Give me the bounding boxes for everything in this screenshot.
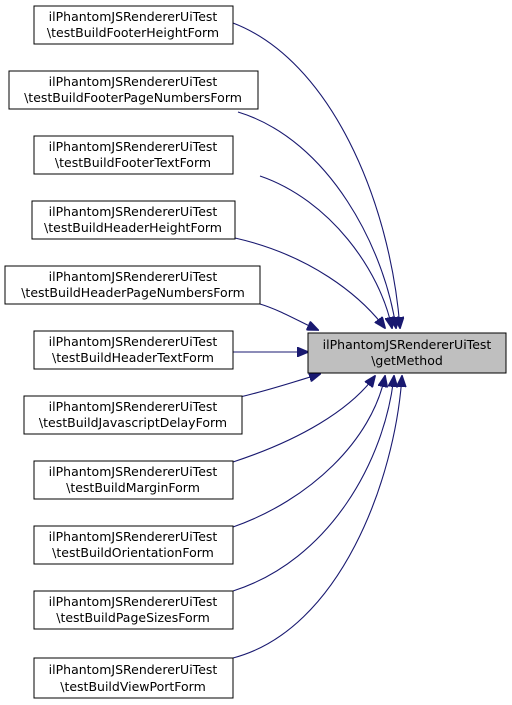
target-label-line2: \getMethod: [371, 353, 443, 368]
caller-label-line1: ilPhantomJSRendererUiTest: [49, 464, 218, 479]
edges: [232, 22, 402, 659]
edge-javascript-delay: [239, 374, 320, 398]
caller-label-line1: ilPhantomJSRendererUiTest: [49, 139, 218, 154]
caller-node-javascript-delay[interactable]: ilPhantomJSRendererUiTest \testBuildJava…: [23, 395, 243, 435]
caller-label-line2: \testBuildFooterPageNumbersForm: [24, 90, 242, 105]
caller-node-footer-height[interactable]: ilPhantomJSRendererUiTest \testBuildFoot…: [33, 5, 234, 45]
edge-margin: [232, 376, 375, 463]
caller-label-line2: \testBuildOrientationForm: [52, 545, 214, 560]
caller-node-header-page-numbers[interactable]: ilPhantomJSRendererUiTest \testBuildHead…: [4, 265, 261, 305]
caller-label-line1: ilPhantomJSRendererUiTest: [49, 204, 218, 219]
caller-node-orientation[interactable]: ilPhantomJSRendererUiTest \testBuildOrie…: [33, 525, 234, 565]
caller-label-line2: \testBuildHeaderHeightForm: [44, 220, 222, 235]
caller-label-line1: ilPhantomJSRendererUiTest: [49, 529, 218, 544]
caller-node-margin[interactable]: ilPhantomJSRendererUiTest \testBuildMarg…: [33, 460, 234, 500]
edge-view-port: [232, 376, 402, 659]
caller-label-line2: \testBuildHeaderTextForm: [52, 350, 214, 365]
caller-label-line2: \testBuildFooterHeightForm: [47, 25, 219, 40]
caller-node-header-height[interactable]: ilPhantomJSRendererUiTest \testBuildHead…: [31, 200, 236, 240]
caller-label-line1: ilPhantomJSRendererUiTest: [49, 74, 218, 89]
caller-label-line2: \testBuildHeaderPageNumbersForm: [21, 285, 245, 300]
edge-header-height: [234, 237, 385, 328]
edge-footer-page-numbers: [237, 111, 396, 328]
caller-label-line2: \testBuildMarginForm: [66, 480, 200, 495]
caller-node-header-text[interactable]: ilPhantomJSRendererUiTest \testBuildHead…: [33, 330, 234, 370]
caller-label-line1: ilPhantomJSRendererUiTest: [49, 662, 218, 677]
caller-label-line2: \testBuildViewPortForm: [60, 679, 206, 694]
target-node-getmethod[interactable]: ilPhantomJSRendererUiTest \getMethod: [307, 332, 507, 374]
caller-label-line1: ilPhantomJSRendererUiTest: [49, 9, 218, 24]
target-label-line1: ilPhantomJSRendererUiTest: [323, 337, 492, 352]
caller-label-line1: ilPhantomJSRendererUiTest: [49, 269, 218, 284]
caller-node-view-port[interactable]: ilPhantomJSRendererUiTest \testBuildView…: [33, 657, 234, 699]
caller-label-line1: ilPhantomJSRendererUiTest: [49, 399, 218, 414]
caller-label-line1: ilPhantomJSRendererUiTest: [49, 594, 218, 609]
caller-label-line1: ilPhantomJSRendererUiTest: [49, 334, 218, 349]
caller-label-line2: \testBuildFooterTextForm: [55, 155, 211, 170]
caller-label-line2: \testBuildPageSizesForm: [56, 610, 210, 625]
caller-label-line2: \testBuildJavascriptDelayForm: [39, 415, 227, 430]
edge-page-sizes: [232, 376, 394, 592]
edge-footer-height: [232, 22, 400, 328]
caller-node-footer-page-numbers[interactable]: ilPhantomJSRendererUiTest \testBuildFoot…: [8, 70, 259, 110]
edge-footer-text: [259, 175, 392, 328]
caller-node-page-sizes[interactable]: ilPhantomJSRendererUiTest \testBuildPage…: [33, 590, 234, 630]
caller-node-footer-text[interactable]: ilPhantomJSRendererUiTest \testBuildFoot…: [33, 135, 234, 175]
edge-header-page-numbers: [259, 303, 318, 330]
edge-orientation: [232, 376, 385, 528]
